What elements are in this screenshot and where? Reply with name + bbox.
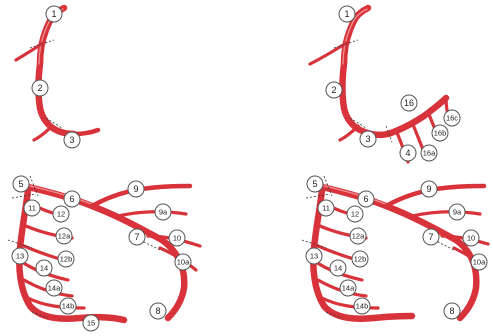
label-14-right: 14 — [330, 260, 346, 276]
svg-text:8: 8 — [449, 306, 454, 316]
rca-branch-distal — [74, 130, 98, 134]
label-2: 2 — [32, 80, 48, 96]
svg-text:14a: 14a — [342, 284, 355, 293]
svg-text:9a: 9a — [453, 208, 462, 217]
label-14a-right: 14a — [340, 280, 356, 296]
label-10-right: 10 — [463, 230, 479, 246]
label-16b: 16b — [432, 125, 448, 141]
label-11: 11 — [24, 200, 40, 216]
svg-text:9: 9 — [426, 184, 431, 194]
label-10a-right: 10a — [471, 254, 487, 270]
svg-text:12a: 12a — [352, 232, 365, 241]
svg-text:6: 6 — [69, 194, 74, 204]
svg-text:14b: 14b — [356, 302, 369, 311]
panel-bottom-left: 5 6 9 9a 7 10 10a 8 — [8, 176, 200, 331]
label-6-right: 6 — [358, 191, 374, 207]
svg-text:14b: 14b — [62, 302, 75, 311]
svg-text:10a: 10a — [473, 258, 486, 267]
svg-text:10a: 10a — [177, 258, 190, 267]
label-16: 16 — [401, 95, 417, 111]
svg-text:12b: 12b — [60, 255, 73, 264]
label-3-right: 3 — [360, 131, 376, 147]
label-14a: 14a — [46, 280, 62, 296]
svg-text:16b: 16b — [434, 129, 447, 138]
label-12-right: 12 — [347, 206, 363, 222]
svg-text:12: 12 — [351, 210, 359, 219]
label-7: 7 — [129, 229, 145, 245]
svg-text:2: 2 — [37, 83, 42, 93]
rca-right-branch-lower-left — [340, 126, 358, 140]
label-8: 8 — [150, 303, 166, 319]
svg-text:4: 4 — [405, 148, 410, 158]
label-6: 6 — [64, 191, 80, 207]
svg-text:5: 5 — [312, 179, 317, 189]
label-14: 14 — [36, 260, 52, 276]
svg-text:16a: 16a — [423, 149, 436, 158]
svg-text:14a: 14a — [48, 284, 61, 293]
svg-text:12a: 12a — [58, 232, 71, 241]
rca-branch-lower-left — [34, 126, 52, 140]
label-7-right: 7 — [423, 229, 439, 245]
label-12: 12 — [53, 206, 69, 222]
svg-text:16c: 16c — [446, 114, 458, 123]
label-9-right: 9 — [421, 181, 437, 197]
label-10: 10 — [169, 230, 185, 246]
svg-text:12: 12 — [57, 210, 65, 219]
svg-text:5: 5 — [18, 179, 23, 189]
svg-text:6: 6 — [363, 194, 368, 204]
svg-text:11: 11 — [322, 204, 330, 213]
panel-bottom-right: 5 6 9 9a 7 10 10a 8 — [302, 176, 488, 319]
svg-text:7: 7 — [428, 232, 433, 242]
svg-text:14: 14 — [40, 264, 48, 273]
svg-text:9a: 9a — [159, 208, 168, 217]
label-14b-right: 14b — [354, 298, 370, 314]
label-10a: 10a — [175, 254, 191, 270]
svg-text:1: 1 — [51, 9, 56, 19]
svg-text:10: 10 — [173, 234, 181, 243]
label-12a: 12a — [56, 228, 72, 244]
svg-text:1: 1 — [344, 9, 349, 19]
panel-top-left: 1 2 3 — [16, 6, 98, 148]
svg-text:15: 15 — [87, 319, 95, 328]
svg-text:13: 13 — [16, 252, 24, 261]
label-16c: 16c — [444, 110, 460, 126]
label-9a-right: 9a — [449, 204, 465, 220]
svg-text:12b: 12b — [354, 255, 367, 264]
label-9: 9 — [128, 181, 144, 197]
branch-9a — [118, 212, 186, 216]
label-1-right: 1 — [339, 6, 355, 22]
svg-text:9: 9 — [133, 184, 138, 194]
label-15: 15 — [83, 315, 99, 331]
svg-text:10: 10 — [467, 234, 475, 243]
panel-top-right: 1 2 3 4 16 16a 16b 16c — [310, 6, 460, 162]
svg-text:14: 14 — [334, 264, 342, 273]
svg-text:7: 7 — [134, 232, 139, 242]
label-8-right: 8 — [444, 303, 460, 319]
label-2-right: 2 — [326, 82, 342, 98]
svg-text:16: 16 — [404, 98, 414, 108]
svg-text:11: 11 — [28, 204, 36, 213]
label-12b-right: 12b — [352, 251, 368, 267]
label-12b: 12b — [58, 251, 74, 267]
label-5: 5 — [13, 176, 29, 192]
branch-9a-right — [412, 212, 480, 216]
label-9a: 9a — [155, 204, 171, 220]
svg-text:13: 13 — [310, 252, 318, 261]
svg-text:2: 2 — [331, 85, 336, 95]
label-13-right: 13 — [306, 248, 322, 264]
label-3: 3 — [64, 132, 80, 148]
label-1: 1 — [46, 6, 62, 22]
svg-text:3: 3 — [365, 134, 370, 144]
label-11-right: 11 — [318, 200, 334, 216]
svg-text:3: 3 — [69, 135, 74, 145]
label-4: 4 — [400, 145, 416, 161]
label-16a: 16a — [421, 145, 437, 161]
rca-main-vessel — [39, 8, 75, 134]
svg-text:8: 8 — [155, 306, 160, 316]
label-13: 13 — [12, 248, 28, 264]
label-5-right: 5 — [307, 176, 323, 192]
label-14b: 14b — [60, 298, 76, 314]
label-12a-right: 12a — [350, 228, 366, 244]
